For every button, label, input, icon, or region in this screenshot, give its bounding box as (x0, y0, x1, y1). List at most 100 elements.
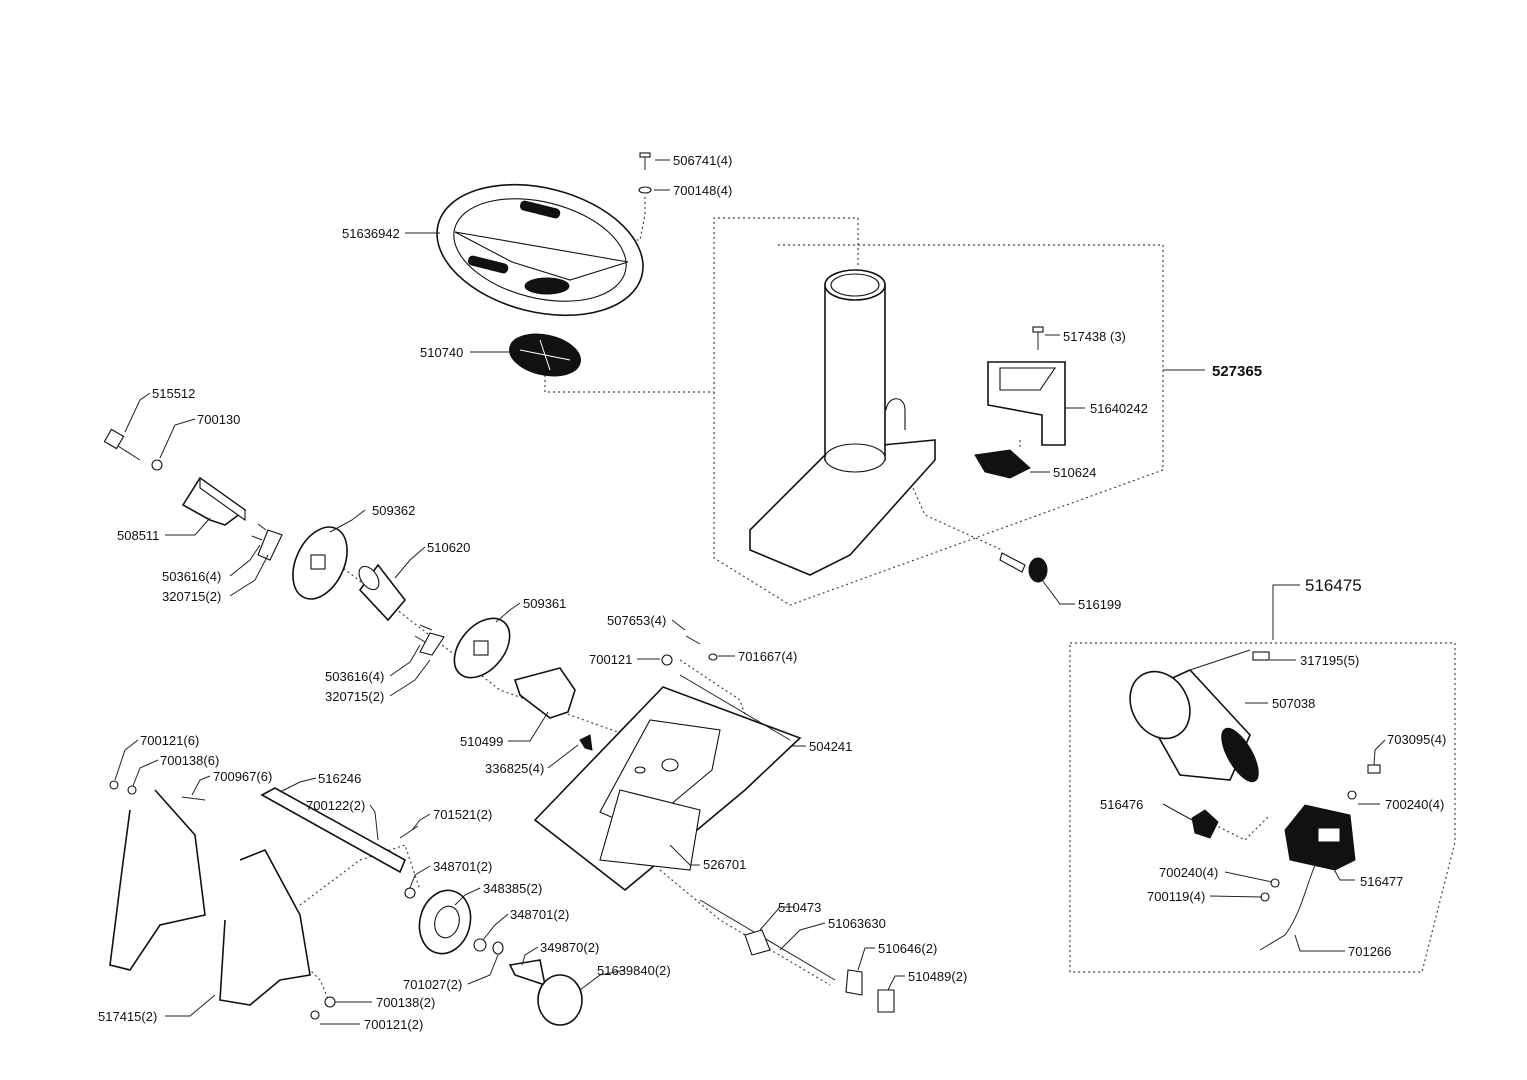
assembly-boundary-527365 (713, 217, 1164, 606)
label-503616-b: 503616(4) (325, 669, 384, 684)
label-510624: 510624 (1053, 465, 1096, 480)
label-320715-b: 320715(2) (325, 689, 384, 704)
label-700240-a: 700240(4) (1385, 797, 1444, 812)
frame-dotted-3 (659, 869, 831, 986)
label-526701: 526701 (703, 857, 746, 872)
capacitor-part (1191, 809, 1219, 839)
label-517415: 517415(2) (98, 1009, 157, 1024)
nut-icon (661, 654, 673, 666)
label-516477: 516477 (1360, 874, 1403, 889)
washer-icon (492, 941, 504, 955)
bracket-part (877, 989, 895, 1013)
label-507038: 507038 (1272, 696, 1315, 711)
assembly-boundary-516475 (1069, 642, 1456, 973)
label-516246: 516246 (318, 771, 361, 786)
label-51636942: 51636942 (342, 226, 400, 241)
gasket-part (509, 333, 581, 377)
label-700121-2: 700121(2) (364, 1017, 423, 1032)
washer-icon (708, 653, 718, 661)
bolt-icon (103, 428, 141, 461)
label-503616-a: 503616(4) (162, 569, 221, 584)
washer-icon (1347, 790, 1357, 800)
label-700121-6: 700121(6) (140, 733, 199, 748)
label-700240-b: 700240(4) (1159, 865, 1218, 880)
label-348701-b: 348701(2) (510, 907, 569, 922)
label-349870: 349870(2) (540, 940, 599, 955)
guard-box-part (987, 361, 1066, 446)
rod-part (699, 899, 836, 981)
screw-icon (251, 523, 267, 541)
label-336825: 336825(4) (485, 761, 544, 776)
frame-dotted-2 (299, 844, 421, 906)
label-700967: 700967(6) (213, 769, 272, 784)
tray-part (974, 449, 1031, 479)
label-320715-a: 320715(2) (162, 589, 221, 604)
label-509362: 509362 (372, 503, 415, 518)
handle-frame-part (109, 789, 311, 1006)
label-510489: 510489(2) (908, 969, 967, 984)
axle-bar-part (260, 787, 407, 874)
label-51640242: 51640242 (1090, 401, 1148, 416)
label-517438: 517438 (3) (1063, 329, 1126, 344)
label-504241: 504241 (809, 739, 852, 754)
washer-icon (127, 785, 137, 795)
clip-part (744, 929, 771, 956)
label-703095: 703095(4) (1387, 732, 1446, 747)
bolt-icon (399, 825, 419, 839)
washer-icon (1270, 878, 1280, 888)
screw-icon (414, 624, 433, 643)
plate-part (419, 632, 445, 656)
label-348701-a: 348701(2) (433, 859, 492, 874)
nut-icon (473, 938, 487, 952)
label-701521: 701521(2) (433, 807, 492, 822)
motor-part (1129, 649, 1259, 783)
shaft-part (513, 667, 576, 719)
nut-icon (310, 1010, 320, 1020)
label-700138-6: 700138(6) (160, 753, 219, 768)
bolt-icon (181, 796, 206, 801)
bracket-part (181, 476, 247, 526)
label-700138-2: 700138(2) (376, 995, 435, 1010)
washer-icon (151, 459, 163, 471)
screw-icon (685, 635, 701, 645)
nut-icon (1260, 892, 1270, 902)
label-348385: 348385(2) (483, 881, 542, 896)
leader-lines (114, 159, 1386, 1025)
knob-part (999, 552, 1048, 583)
cutting-disc-part (292, 526, 348, 600)
label-515512: 515512 (152, 386, 195, 401)
cutting-disc-part (453, 617, 511, 679)
power-cord-part (1259, 864, 1316, 951)
label-700148: 700148(4) (673, 183, 732, 198)
label-700130: 700130 (197, 412, 240, 427)
label-510499: 510499 (460, 734, 503, 749)
wheel-part (418, 889, 472, 955)
label-516476: 516476 (1100, 797, 1143, 812)
label-510620: 510620 (427, 540, 470, 555)
nut-icon (109, 780, 119, 790)
label-506741: 506741(4) (673, 153, 732, 168)
label-527365: 527365 (1212, 363, 1262, 380)
label-51063630: 51063630 (828, 916, 886, 931)
label-700121: 700121 (589, 652, 632, 667)
label-317195: 317195(5) (1300, 653, 1359, 668)
screw-icon (639, 152, 651, 170)
feed-chute-part (749, 269, 936, 576)
label-701667: 701667(4) (738, 649, 797, 664)
main-frame-part (533, 674, 802, 892)
label-701266: 701266 (1348, 944, 1391, 959)
label-51639840: 51639840(2) (597, 963, 671, 978)
label-510646: 510646(2) (878, 941, 937, 956)
label-700119: 700119(4) (1147, 889, 1205, 904)
nut-icon (404, 887, 416, 899)
plate-part (257, 529, 283, 561)
washer-icon (638, 186, 652, 194)
label-508511: 508511 (117, 528, 159, 543)
switch-box-part (1284, 804, 1356, 871)
label-700122: 700122(2) (306, 798, 365, 813)
axle-pin-part (508, 959, 547, 987)
label-510473: 510473 (778, 900, 821, 915)
screw-icon (579, 734, 593, 751)
wheel-dotted (299, 959, 331, 1004)
